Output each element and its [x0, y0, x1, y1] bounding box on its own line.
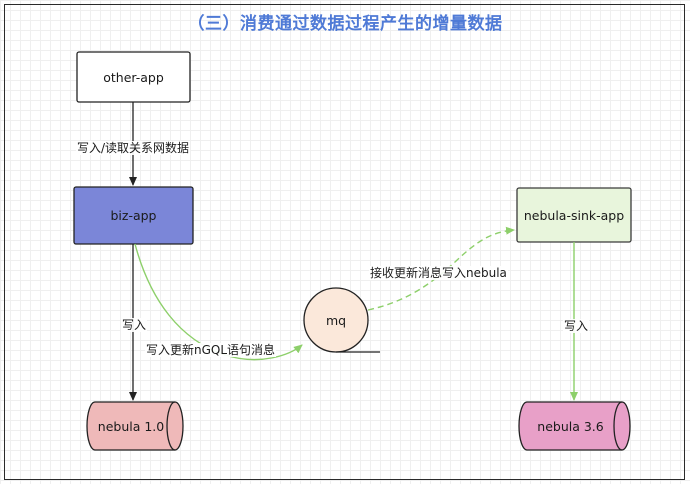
edge-label-other-to-biz: 写入/读取关系网数据	[76, 141, 191, 155]
edge-label-sink-to-nebula36: 写入	[563, 319, 590, 333]
diagram-title: （三）消费通过数据过程产生的增量数据	[187, 14, 503, 34]
diagram-frame	[4, 4, 685, 480]
nebula-10-label: nebula 1.0	[97, 418, 165, 434]
edge-mq-to-sink	[367, 226, 515, 311]
other-app-label: other-app	[103, 69, 164, 85]
edge-label-biz-to-mq: 写入更新nGQL语句消息	[145, 343, 277, 357]
biz-app-label: biz-app	[110, 208, 157, 223]
edge-label-mq-to-sink: 接收更新消息写入nebula	[369, 266, 508, 280]
nebula-36-label: nebula 3.6	[537, 418, 604, 434]
edge-label-biz-to-nebula10: 写入	[121, 318, 148, 332]
mq-label: mq	[325, 312, 347, 328]
nebula-sink-app-label: nebula-sink-app	[523, 207, 625, 223]
nebula-10-cylinder[interactable]	[86, 401, 184, 451]
nebula-36-cylinder[interactable]	[518, 401, 631, 451]
